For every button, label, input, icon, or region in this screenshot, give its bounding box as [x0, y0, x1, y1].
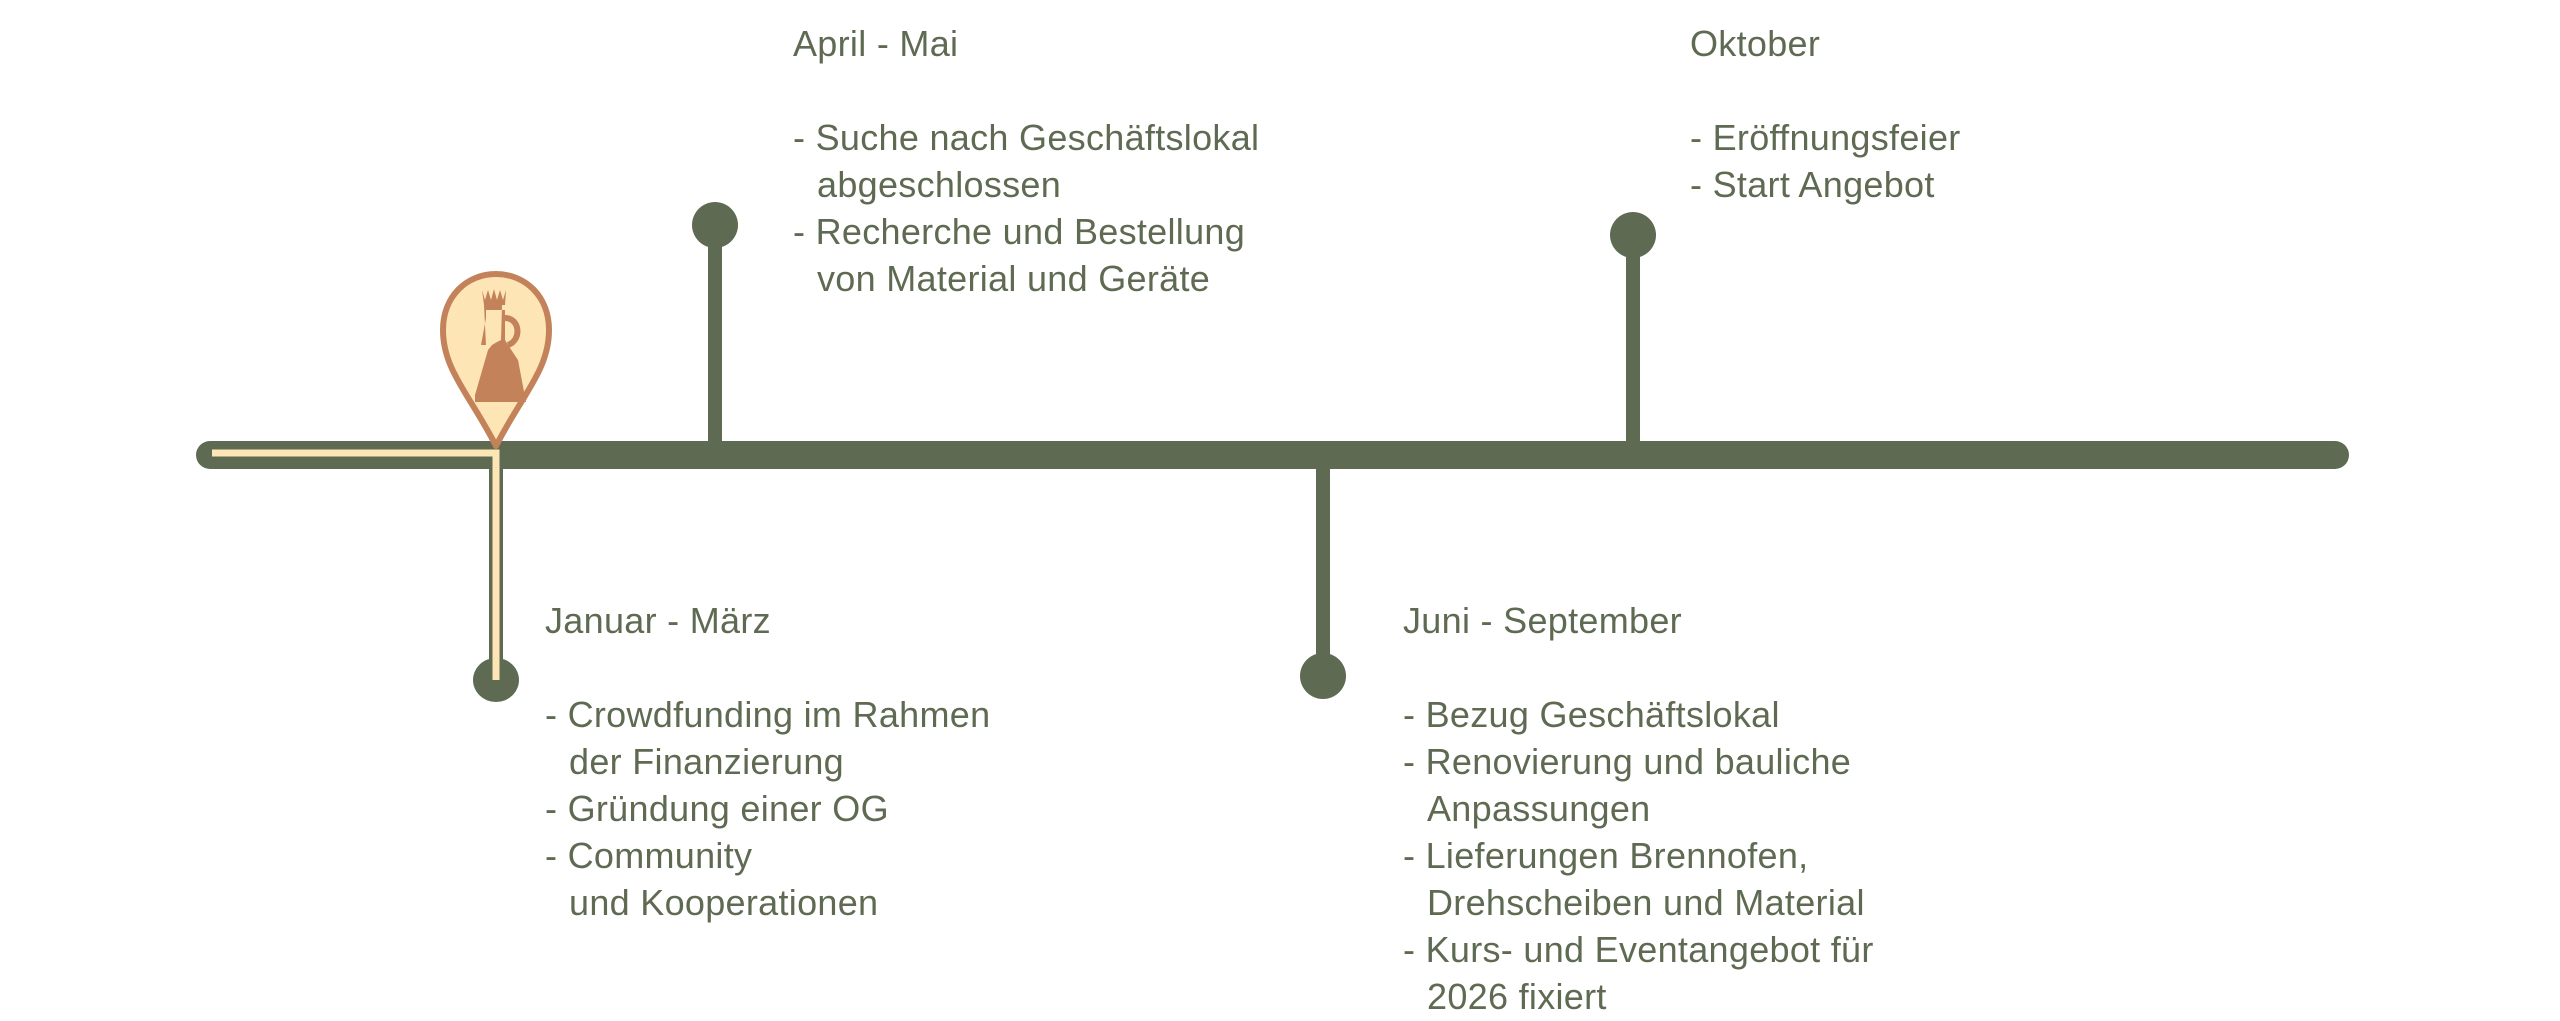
milestone-title: Juni - September: [1403, 600, 1682, 641]
dot-juni: [1300, 653, 1346, 699]
progress-line: [212, 449, 500, 680]
milestone-item: - Recherche und Bestellung von Material u…: [793, 208, 1259, 302]
item-text-continued: 2026 fixiert: [1427, 976, 1607, 1017]
milestone-item: - Bezug Geschäftslokal: [1403, 691, 1874, 738]
jug-figure-icon: [475, 289, 526, 402]
milestone-juni-september: Juni - September - Bezug Geschäftslokal …: [1403, 597, 1874, 1020]
item-text: - Eröffnungsfeier: [1690, 117, 1961, 158]
item-text: - Community: [545, 835, 753, 876]
item-text-continued: Drehscheiben und Material: [1427, 882, 1865, 923]
item-text: - Kurs- und Eventangebot für: [1403, 929, 1874, 970]
item-text: - Bezug Geschäftslokal: [1403, 694, 1780, 735]
milestone-april-mai: April - Mai - Suche nach Geschäftslokal a…: [793, 20, 1259, 302]
milestone-title: April - Mai: [793, 23, 959, 64]
item-text: - Suche nach Geschäftslokal: [793, 117, 1260, 158]
item-text-continued: Anpassungen: [1427, 788, 1651, 829]
item-text: - Lieferungen Brennofen,: [1403, 835, 1809, 876]
milestone-item: - Lieferungen Brennofen, Drehscheiben und…: [1403, 832, 1874, 926]
item-text: - Start Angebot: [1690, 164, 1935, 205]
item-text: - Crowdfunding im Rahmen: [545, 694, 991, 735]
milestone-januar-maerz: Januar - März - Crowdfunding im Rahmen de…: [545, 597, 990, 926]
item-text-continued: und Kooperationen: [569, 882, 879, 923]
item-text-continued: abgeschlossen: [817, 164, 1062, 205]
milestone-item: - Eröffnungsfeier: [1690, 114, 1961, 161]
item-text-continued: von Material und Geräte: [817, 258, 1211, 299]
milestone-title: Januar - März: [545, 600, 771, 641]
milestone-title: Oktober: [1690, 23, 1821, 64]
item-text-continued: der Finanzierung: [569, 741, 844, 782]
milestone-item: - Gründung einer OG: [545, 785, 990, 832]
item-text: - Gründung einer OG: [545, 788, 889, 829]
dot-oktober: [1610, 212, 1656, 258]
item-text: - Recherche und Bestellung: [793, 211, 1246, 252]
milestone-item: - Kurs- und Eventangebot für 2026 fixiert: [1403, 926, 1874, 1020]
milestone-item: - Suche nach Geschäftslokal abgeschlossen: [793, 114, 1259, 208]
milestone-item: - Community und Kooperationen: [545, 832, 990, 926]
dot-april: [692, 202, 738, 248]
item-text: - Renovierung und bauliche: [1403, 741, 1852, 782]
milestone-item: - Start Angebot: [1690, 161, 1961, 208]
milestone-oktober: Oktober - Eröffnungsfeier - Start Angebo…: [1690, 20, 1961, 208]
milestone-item: - Crowdfunding im Rahmen der Finanzierung: [545, 691, 990, 785]
location-pin-icon: [440, 271, 552, 449]
